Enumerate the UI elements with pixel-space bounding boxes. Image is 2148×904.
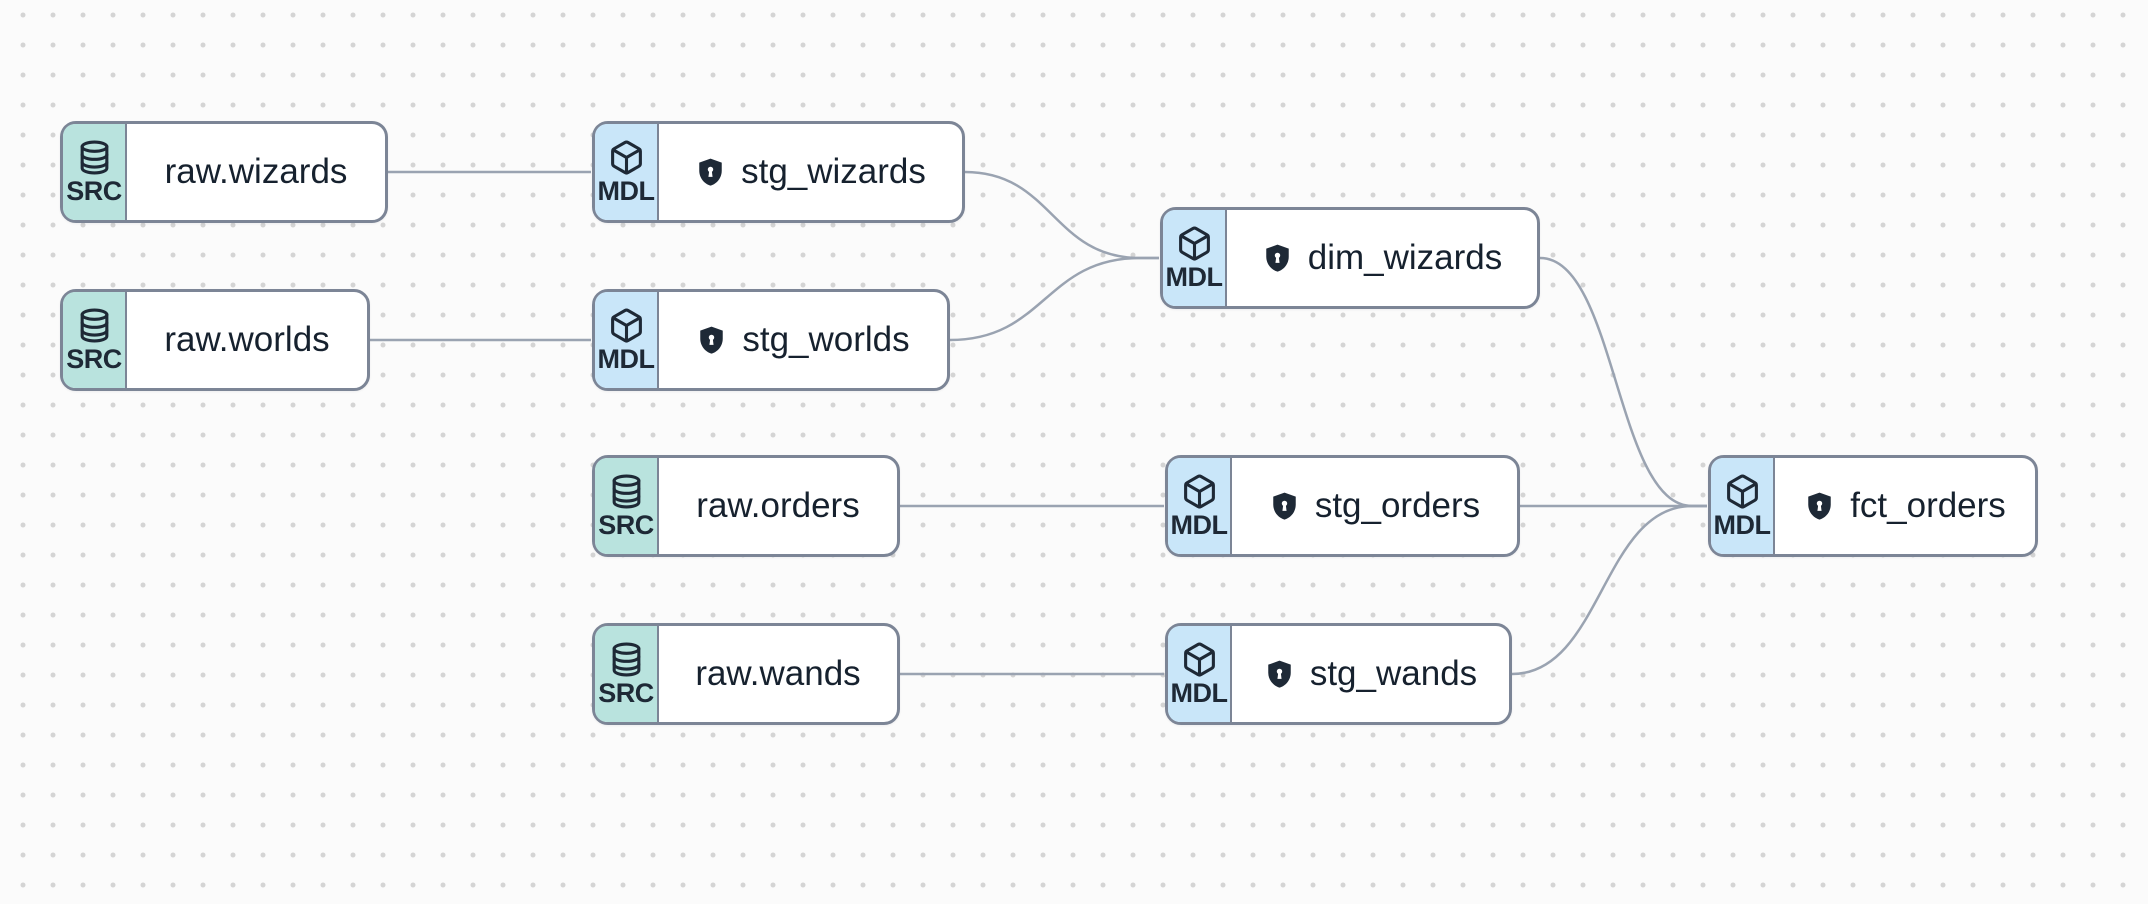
node-kind-badge: MDL: [595, 124, 659, 220]
shield-icon: [1262, 242, 1293, 275]
shield-icon: [695, 156, 726, 189]
node-body: stg_worlds: [659, 292, 947, 388]
graph-node-stg_wizards[interactable]: MDL stg_wizards: [592, 121, 965, 223]
lineage-edge-stg_wizards-to-dim_wizards: [964, 170, 1159, 260]
node-label: raw.wizards: [164, 152, 348, 191]
node-kind-badge: MDL: [1163, 210, 1227, 306]
node-body: dim_wizards: [1227, 210, 1537, 306]
node-label: raw.orders: [696, 486, 860, 525]
graph-node-raw.orders[interactable]: SRC raw.orders: [592, 455, 900, 557]
node-kind-badge: SRC: [63, 292, 127, 388]
lineage-edge-dim_wizards-to-fct_orders: [1539, 256, 1707, 508]
cube-icon: [1183, 474, 1215, 509]
node-kind-badge: SRC: [595, 458, 659, 554]
node-label: raw.wands: [695, 654, 861, 693]
node-label: fct_orders: [1850, 486, 2006, 525]
graph-node-raw.wizards[interactable]: SRC raw.wizards: [60, 121, 388, 223]
node-body: raw.worlds: [127, 292, 367, 388]
graph-node-raw.worlds[interactable]: SRC raw.worlds: [60, 289, 370, 391]
lineage-edge-stg_worlds-to-dim_wizards: [949, 256, 1159, 342]
cube-icon: [1183, 642, 1215, 677]
node-body: raw.orders: [659, 458, 897, 554]
database-icon: [80, 140, 108, 175]
database-icon: [612, 642, 640, 677]
graph-node-stg_wands[interactable]: MDL stg_wands: [1165, 623, 1512, 725]
node-label: stg_wands: [1309, 654, 1478, 693]
node-body: stg_orders: [1232, 458, 1517, 554]
node-body: raw.wizards: [127, 124, 385, 220]
node-body: fct_orders: [1775, 458, 2035, 554]
node-kind-label: MDL: [597, 344, 655, 374]
graph-node-stg_worlds[interactable]: MDL stg_worlds: [592, 289, 950, 391]
node-kind-badge: MDL: [1711, 458, 1775, 554]
graph-node-dim_wizards[interactable]: MDL dim_wizards: [1160, 207, 1540, 309]
cube-icon: [610, 308, 642, 343]
shield-icon: [696, 324, 727, 357]
node-kind-label: MDL: [1713, 510, 1771, 540]
node-label: stg_orders: [1314, 486, 1481, 525]
node-label: raw.worlds: [164, 320, 330, 359]
node-kind-badge: SRC: [595, 626, 659, 722]
node-kind-badge: MDL: [1168, 626, 1232, 722]
node-kind-label: SRC: [66, 344, 122, 374]
node-kind-label: SRC: [66, 176, 122, 206]
lineage-edge-stg_wands-to-fct_orders: [1511, 504, 1707, 676]
cube-icon: [610, 140, 642, 175]
shield-icon: [1269, 490, 1300, 523]
node-label: dim_wizards: [1307, 238, 1503, 277]
node-kind-label: MDL: [1165, 262, 1223, 292]
node-kind-label: MDL: [1170, 678, 1228, 708]
node-kind-label: SRC: [598, 678, 654, 708]
node-body: raw.wands: [659, 626, 897, 722]
node-kind-label: MDL: [1170, 510, 1228, 540]
node-kind-badge: SRC: [63, 124, 127, 220]
shield-icon: [1264, 658, 1295, 691]
database-icon: [612, 474, 640, 509]
node-kind-badge: MDL: [1168, 458, 1232, 554]
graph-node-raw.wands[interactable]: SRC raw.wands: [592, 623, 900, 725]
cube-icon: [1178, 226, 1210, 261]
node-label: stg_worlds: [742, 320, 910, 359]
node-body: stg_wands: [1232, 626, 1509, 722]
node-body: stg_wizards: [659, 124, 962, 220]
cube-icon: [1726, 474, 1758, 509]
graph-node-fct_orders[interactable]: MDL fct_orders: [1708, 455, 2038, 557]
shield-icon: [1804, 490, 1835, 523]
node-label: stg_wizards: [741, 152, 926, 191]
database-icon: [80, 308, 108, 343]
graph-node-stg_orders[interactable]: MDL stg_orders: [1165, 455, 1520, 557]
node-kind-label: MDL: [597, 176, 655, 206]
node-kind-label: SRC: [598, 510, 654, 540]
node-kind-badge: MDL: [595, 292, 659, 388]
